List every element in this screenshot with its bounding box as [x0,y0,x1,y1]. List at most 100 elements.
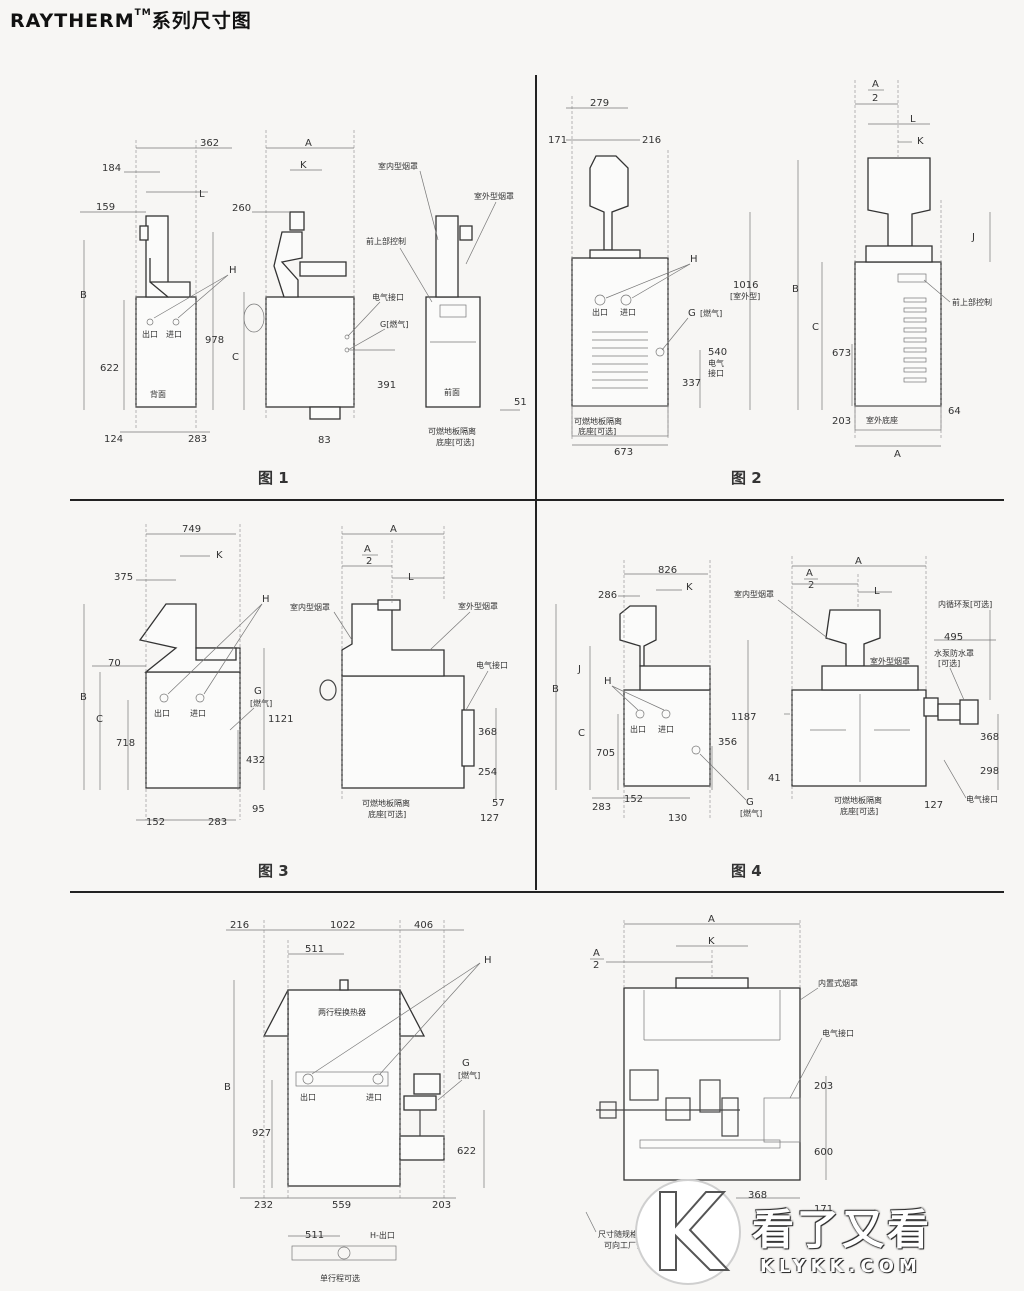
f1-dim-B: B [80,290,87,301]
f3-dim-57: 57 [492,798,505,809]
f2-dim-L: L [910,114,916,125]
figure-2: 出口 进口 H G [燃气] 279 171 216 1016 [室外型] 54… [548,79,992,487]
f4-dim-356: 356 [718,737,737,748]
f5-dim-511-b: 511 [305,1230,324,1241]
f4-dim-J: J [577,664,581,675]
watermark-logo-icon [635,1179,741,1285]
f6-dim-368: 368 [748,1190,767,1201]
f3-dim-70: 70 [108,658,121,669]
title-trademark: TM [134,8,152,18]
f2-dim-C: C [812,322,819,333]
f5-dim-622: 622 [457,1146,476,1157]
f4-dim-705: 705 [596,748,615,759]
f2-dim-half-2: 2 [872,93,878,104]
f6-consult-note: 可向工厂咨询 [604,1240,652,1250]
f4-pump-hood-label: 水泵防水罩 [934,648,974,658]
f4-dim-127: 127 [924,800,943,811]
f4-dim-368: 368 [980,732,999,743]
f4-dim-B: B [552,684,559,695]
f5-dim-216: 216 [230,920,249,931]
f4-floor-base-label2: 底座[可选] [840,806,878,816]
f2-electrical-label: 电气 [708,358,724,368]
f1-floor-base-label: 可燃地板隔离 [428,426,476,436]
f2-floor-base-label2: 底座[可选] [578,426,616,436]
f6-dim-171: 171 [814,1204,833,1215]
f1-front-label: 前面 [444,387,460,397]
f2-dim-A-half: A [872,79,879,90]
f5-two-pass-label: 两行程换热器 [318,1007,366,1017]
f4-outlet-label: 出口 [630,724,646,734]
f5-dim-G: G [462,1058,470,1069]
f3-dim-368: 368 [478,727,497,738]
f1-dim-51: 51 [514,397,527,408]
f4-dim-K: K [686,582,693,593]
f4-pump-label: 内循环泵[可选] [938,599,992,609]
f3-dim-432: 432 [246,755,265,766]
f4-dim-half-2: 2 [808,580,814,591]
f2-dim-203: 203 [832,416,851,427]
f3-dim-254: 254 [478,767,497,778]
f4-dim-L: L [874,586,880,597]
f3-dim-K: K [216,550,223,561]
f5-h-outlet-label: H-出口 [370,1230,395,1240]
figure-2-label: 图 2 [731,469,762,487]
f3-dim-G: G [254,686,262,697]
f3-dim-152: 152 [146,817,165,828]
f2-floor-base-label: 可燃地板隔离 [574,416,622,426]
f1-dim-K: K [300,160,307,171]
f4-dim-C: C [578,728,585,739]
title-brand: RAYTHERM [10,10,135,32]
f3-indoor-hood-label: 室内型烟罩 [290,602,330,612]
f2-dim-673-b: 673 [832,348,851,359]
f4-dim-A-half: A [806,568,813,579]
f2-dim-K: K [917,136,924,147]
f6-size-note: 尺寸随规格变化 [598,1229,654,1239]
f3-dim-half-2: 2 [366,556,372,567]
page-title: RAYTHERMTM系列尺寸图 [10,6,252,33]
f3-dim-283: 283 [208,817,227,828]
f4-electrical-label: 电气接口 [966,794,998,804]
f1-dim-362: 362 [200,138,219,149]
f5-dim-559: 559 [332,1200,351,1211]
f5-dim-232: 232 [254,1200,273,1211]
f1-dim-C: C [232,352,239,363]
f2-outdoor-type-label: [室外型] [730,291,760,301]
f4-dim-41: 41 [768,773,781,784]
figure-5: 两行程换热器 出口 进口 H G [燃气] 216 1022 406 511 B… [224,914,858,1283]
f3-dim-A: A [390,524,397,535]
f4-optional-label: [可选] [938,658,960,668]
f4-dim-1187: 1187 [731,712,756,723]
f3-outdoor-hood-label: 室外型烟罩 [458,601,498,611]
f6-dim-203: 203 [814,1081,833,1092]
f1-dim-159: 159 [96,202,115,213]
f5-single-pass-label: 单行程可选 [320,1273,360,1283]
f1-outlet-label: 出口 [142,329,158,339]
f6-hood-label: 内置式烟罩 [818,978,858,988]
f2-inlet-label: 进口 [620,308,636,317]
f3-dim-B: B [80,692,87,703]
f4-floor-base-label: 可燃地板隔离 [834,795,882,805]
f4-dim-130: 130 [668,813,687,824]
f4-dim-298: 298 [980,766,999,777]
f5-dim-406: 406 [414,920,433,931]
f1-back-label: 背面 [150,389,166,399]
f4-outdoor-hood-label: 室外型烟罩 [870,656,910,666]
f5-dim-927: 927 [252,1128,271,1139]
f2-dim-J: J [971,232,975,243]
f5-gas-label: [燃气] [458,1070,480,1080]
f6-dim-600: 600 [814,1147,833,1158]
f5-dim-511: 511 [305,944,324,955]
f4-dim-283: 283 [592,802,611,813]
f1-dim-H: H [229,265,237,276]
f2-interface-label: 接口 [708,368,724,378]
f1-dim-260: 260 [232,203,251,214]
f3-dim-749: 749 [182,524,201,535]
f2-dim-279: 279 [590,98,609,109]
f2-outlet-label: 出口 [592,307,608,317]
f5-dim-B: B [224,1082,231,1093]
f4-dim-152: 152 [624,794,643,805]
f2-dim-540: 540 [708,347,727,358]
f1-gas-label: G[燃气] [380,319,408,329]
f3-outlet-label: 出口 [154,708,170,718]
